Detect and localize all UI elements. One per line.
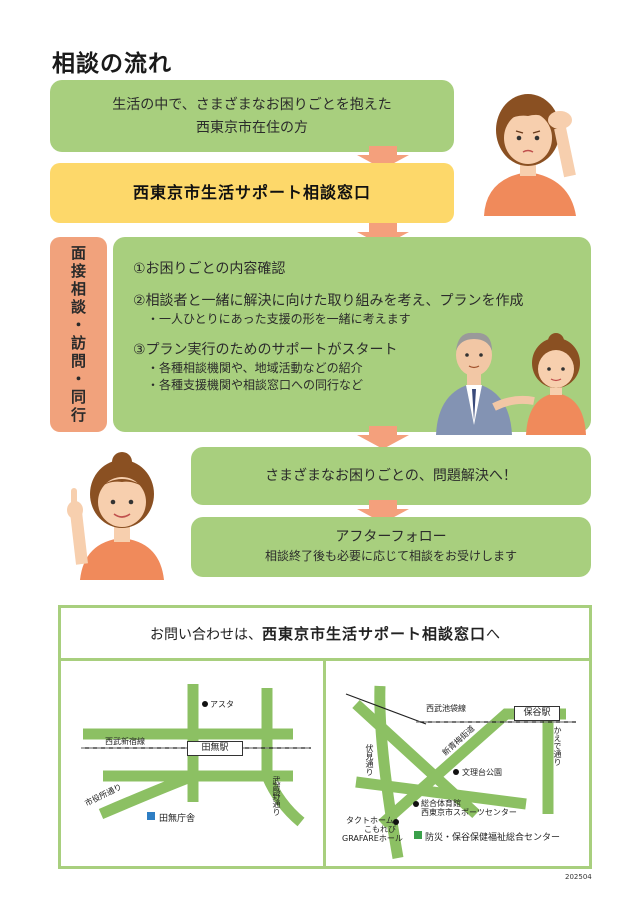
step1-line1: 生活の中で、さまざまなお困りごとを抱えた — [112, 97, 392, 113]
step-target-person: 生活の中で、さまざまなお困りごとを抱えた 西東京市在住の方 — [50, 80, 454, 152]
park-marker — [453, 769, 459, 775]
station-label: 田無駅 — [187, 741, 243, 756]
center-marker — [414, 831, 422, 839]
side-label: 面接相談・訪問・同行 — [69, 244, 87, 425]
side-label-box: 面接相談・訪問・同行 — [50, 237, 107, 432]
contact-header: お問い合わせは、西東京市生活サポート相談窓口へ — [61, 608, 589, 661]
step-after-follow: アフターフォロー 相談終了後も必要に応じて相談をお受けします — [191, 517, 591, 577]
support-item-3: ③プラン実行のためのサポートがスタート — [133, 342, 398, 358]
sports1-label: 総合体育館 — [421, 799, 461, 808]
support-item-3-sub2: ・各種支援機関や相談窓口への同行など — [147, 378, 364, 392]
hall2-label: こもれび — [364, 825, 396, 834]
map-hoya: 西武池袋線 保谷駅 新青梅街道 伏見通り かえで通り 文理台公園 総合体育館 西… — [326, 664, 588, 866]
page-title: 相談の流れ — [52, 51, 172, 77]
worried-woman-illustration — [484, 94, 576, 216]
after-follow-sub: 相談終了後も必要に応じて相談をお受けします — [264, 549, 517, 563]
support-item-1: ①お困りごとの内容確認 — [133, 261, 286, 277]
step-problem-solving: さまざまなお困りごとの、問題解決へ！ — [191, 447, 591, 505]
railway-label: 西武新宿線 — [105, 737, 145, 746]
counselor-illustration — [436, 332, 586, 435]
contact-suffix: へ — [486, 627, 500, 643]
support-item-2-sub: ・一人ひとりにあった支援の形を一緒に考えます — [147, 312, 411, 326]
kaede-label: かえで通り — [553, 726, 562, 766]
contact-section: お問い合わせは、西東京市生活サポート相談窓口へ アスタ 西武新宿線 田無駅 市役… — [58, 605, 592, 869]
musashino-street-label: 武蔵野通り — [272, 776, 281, 816]
support-item-3-sub1: ・各種相談機関や、地域活動などの紹介 — [147, 361, 363, 375]
map-tanashi: アスタ 西武新宿線 田無駅 市役所通り 武蔵野通り 田無庁舎 — [61, 664, 323, 866]
contact-name: 西東京市生活サポート相談窓口 — [261, 625, 486, 643]
railway2-label: 西武池袋線 — [426, 704, 466, 713]
support-item-2: ②相談者と一緒に解決に向けた取り組みを考え、プランを作成 — [133, 293, 524, 309]
step1-line2: 西東京市在住の方 — [196, 120, 308, 136]
office-marker — [147, 812, 155, 820]
asta-label: アスタ — [210, 700, 234, 709]
bunrisai-label: 文理台公園 — [462, 768, 502, 777]
step-consultation-desk: 西東京市生活サポート相談窓口 — [50, 163, 454, 223]
station2-label: 保谷駅 — [514, 706, 560, 721]
hall-marker — [393, 819, 399, 825]
step-support-process: ①お困りごとの内容確認 ②相談者と一緒に解決に向けた取り組みを考え、プランを作成… — [113, 237, 591, 432]
sports-marker — [413, 801, 419, 807]
pointing-woman-illustration — [67, 452, 164, 580]
hall3-label: GRAFAREホール — [342, 834, 403, 843]
hall1-label: タクトホーム — [346, 816, 394, 825]
sports2-label: 西東京市スポーツセンター — [421, 808, 517, 817]
map-divider — [323, 661, 326, 866]
asta-marker — [202, 701, 208, 707]
document-code: 202504 — [565, 873, 592, 881]
contact-prefix: お問い合わせは、 — [149, 627, 262, 643]
fushimi-label: 伏見通り — [365, 744, 374, 776]
after-follow-title: アフターフォロー — [335, 529, 447, 545]
center-label: 防災・保谷保健福祉総合センター — [425, 833, 561, 843]
map-tanashi-roads — [81, 684, 311, 827]
office-label: 田無庁舎 — [159, 814, 196, 824]
